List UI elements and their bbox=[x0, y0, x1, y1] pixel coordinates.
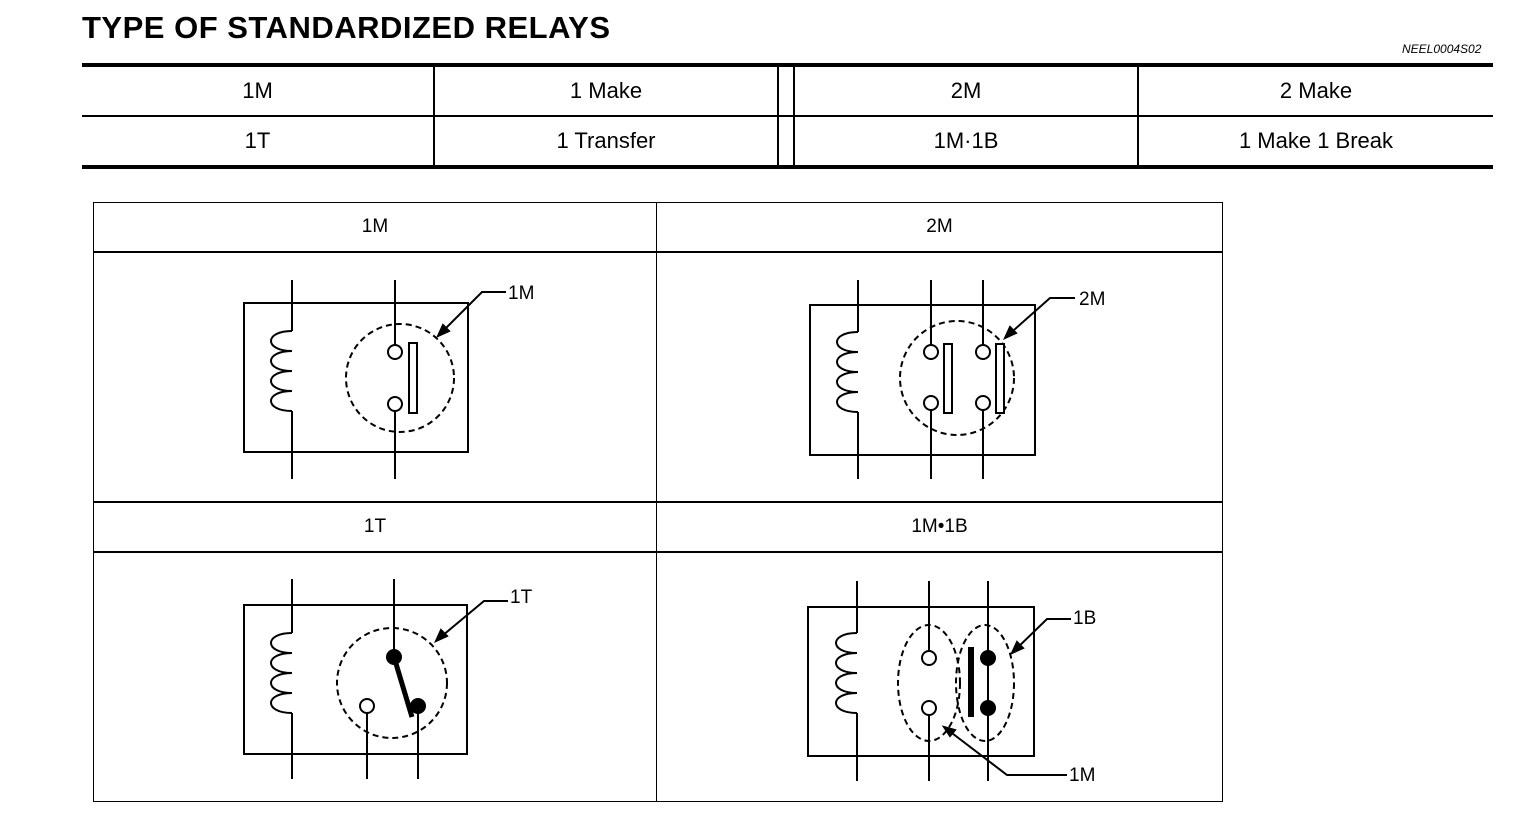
diagram-1m-1b: 1M•1B 1B bbox=[657, 503, 1222, 801]
relay-diagram-grid: 1M 1M 2M bbox=[93, 202, 1223, 802]
callout-label: 2M bbox=[1079, 289, 1106, 310]
relay-2m-schematic bbox=[809, 280, 1075, 479]
relay-1m-schematic bbox=[243, 280, 506, 479]
table-row: 1T 1 Transfer 1M·1B 1 Make 1 Break bbox=[82, 116, 1493, 169]
diagram-heading: 1T bbox=[94, 503, 656, 553]
abbr-cell: 1M·1B bbox=[794, 116, 1139, 169]
meaning-cell: 1 Transfer bbox=[434, 116, 779, 169]
document-code: NEEL0004S02 bbox=[1402, 42, 1482, 56]
meaning-cell: 2 Make bbox=[1138, 67, 1493, 117]
diagram-heading: 1M•1B bbox=[657, 503, 1222, 553]
relay-1t-schematic bbox=[243, 579, 508, 779]
meaning-cell: 1 Make bbox=[434, 67, 779, 117]
column-divider bbox=[778, 116, 795, 169]
diagram-heading: 1M bbox=[94, 203, 656, 253]
page-title: TYPE OF STANDARDIZED RELAYS bbox=[82, 10, 611, 45]
diagram-heading: 2M bbox=[657, 203, 1222, 253]
abbr-cell: 1M bbox=[82, 67, 435, 117]
abbreviation-table: 1M 1 Make 2M 2 Make 1T 1 Transfer 1M·1B … bbox=[82, 67, 1493, 169]
diagram-1t: 1T 1T bbox=[94, 503, 657, 801]
callout-label-1m: 1M bbox=[1069, 765, 1096, 786]
callout-label-1b: 1B bbox=[1073, 608, 1097, 629]
diagram-1m: 1M 1M bbox=[94, 203, 657, 503]
callout-label: 1T bbox=[510, 587, 533, 608]
relay-1m1b-schematic bbox=[807, 581, 1071, 781]
top-rule bbox=[82, 63, 1493, 67]
meaning-cell: 1 Make 1 Break bbox=[1138, 116, 1493, 169]
callout-label: 1M bbox=[508, 283, 535, 304]
abbr-cell: 1T bbox=[82, 116, 435, 169]
abbr-cell: 2M bbox=[794, 67, 1139, 117]
column-divider bbox=[778, 67, 795, 117]
diagram-2m: 2M 2M bbox=[657, 203, 1222, 503]
table-row: 1M 1 Make 2M 2 Make bbox=[82, 67, 1493, 117]
